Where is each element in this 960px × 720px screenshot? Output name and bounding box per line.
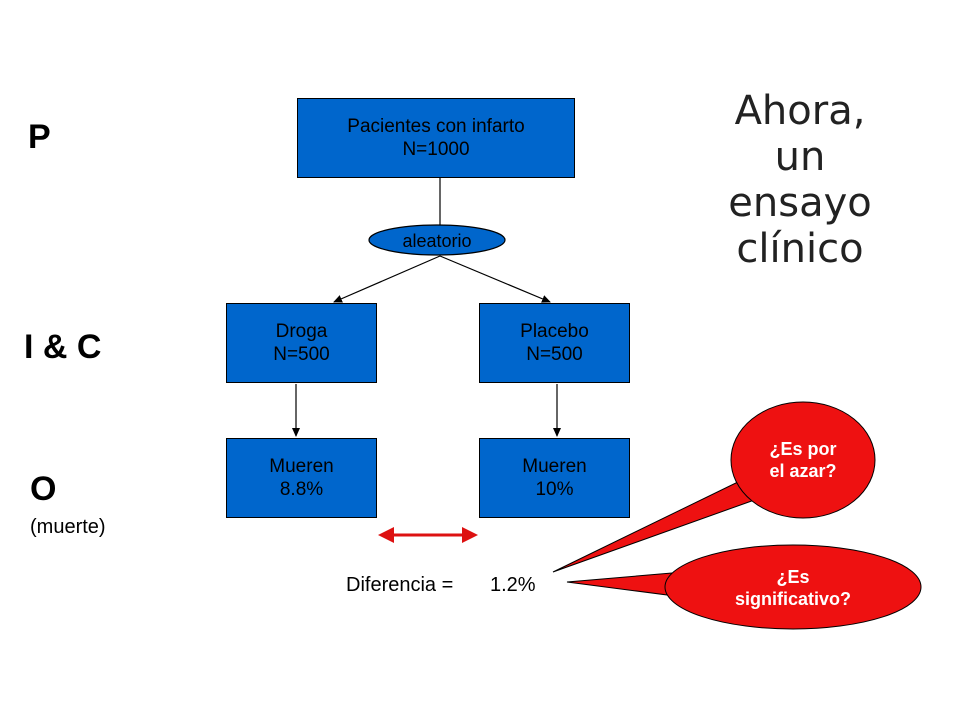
box-patients-line: N=1000 (402, 139, 470, 160)
slide-title-line: clínico (736, 226, 864, 272)
bubble-significant-text: ¿Es significativo? (675, 550, 911, 626)
box-drug-outcome: Mueren 8.8% (226, 438, 377, 518)
slide-title: Ahora, un ensayo clínico (700, 88, 900, 272)
box-placebo: Placebo N=500 (479, 303, 630, 383)
bubble-chance-line: ¿Es por (769, 439, 837, 459)
slide-title-line: un (774, 134, 826, 180)
bubble-significant-line: significativo? (734, 589, 851, 609)
difference-label: Diferencia = (346, 574, 454, 596)
box-drug-line: N=500 (273, 344, 330, 365)
bubble-chance-line: el azar? (769, 461, 837, 481)
random-ellipse (368, 224, 506, 256)
box-placebo-line: N=500 (526, 344, 583, 365)
label-o: O (30, 470, 57, 508)
box-drug-outcome-line: Mueren (269, 456, 334, 477)
label-o-sub: (muerte) (30, 516, 106, 538)
label-p: P (28, 118, 51, 156)
slide-title-line: ensayo (728, 180, 872, 226)
bubble-chance (730, 401, 876, 519)
difference-arrowhead-left (378, 527, 394, 543)
random-label: aleatorio (402, 230, 472, 251)
box-drug-line: Droga (275, 321, 328, 342)
box-drug: Droga N=500 (226, 303, 377, 383)
bubble-significant-tail (566, 572, 676, 597)
box-placebo-outcome-line: 10% (535, 479, 574, 500)
box-placebo-outcome: Mueren 10% (479, 438, 630, 518)
box-patients: Pacientes con infarto N=1000 (297, 98, 575, 178)
slide-title-line: Ahora, (734, 88, 866, 134)
bubble-significant-line: ¿Es (776, 567, 810, 587)
box-placebo-outcome-line: Mueren (522, 456, 587, 477)
arrow-to-placebo (439, 255, 551, 303)
label-ic: I & C (24, 328, 102, 366)
difference-value: 1.2% (490, 574, 536, 596)
arrow-to-drug (333, 255, 441, 303)
box-placebo-line: Placebo (520, 321, 589, 342)
bubble-chance-text: ¿Es por el azar? (731, 410, 875, 510)
difference-arrowhead-right (462, 527, 478, 543)
box-patients-line: Pacientes con infarto (347, 116, 525, 137)
box-drug-outcome-line: 8.8% (279, 479, 324, 500)
bubble-significant (664, 544, 922, 630)
